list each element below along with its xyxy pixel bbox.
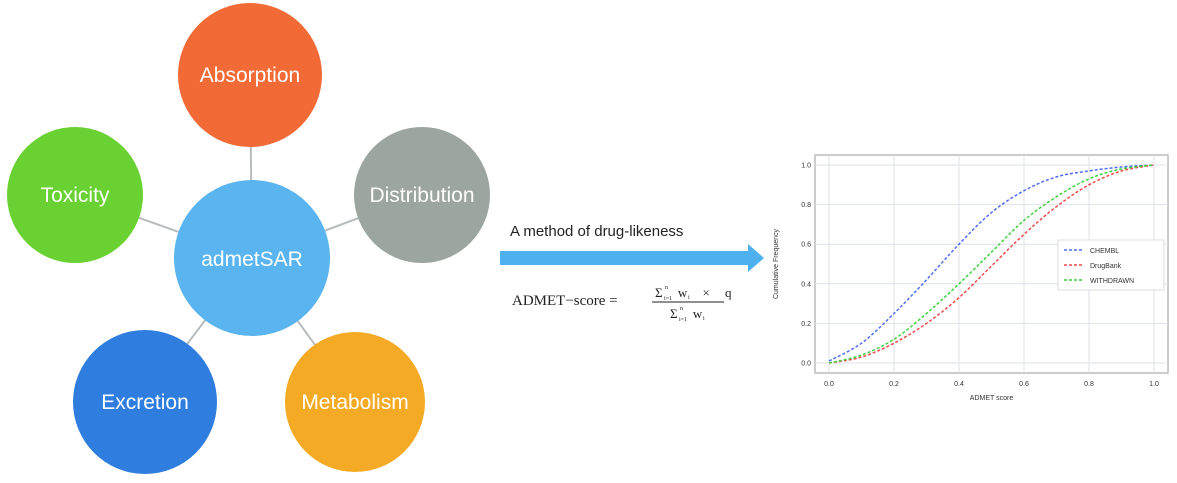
x-axis-label: ADMET score — [970, 395, 1014, 402]
x-tick-label: 0.2 — [889, 381, 899, 388]
arrow-icon — [500, 244, 764, 272]
plot-area — [814, 154, 1169, 374]
excretion-label: Excretion — [101, 391, 189, 414]
node-absorption: Absorption — [178, 3, 322, 147]
formula-denominator-w-subscript: i — [703, 316, 705, 322]
node-center: admetSAR — [174, 180, 330, 336]
x-tick-label: 1.0 — [1149, 381, 1159, 388]
x-tick-label: 0.6 — [1019, 381, 1029, 388]
formula-denominator-sum-lower-limit: i=1 — [679, 317, 687, 323]
legend-label: DrugBank — [1090, 263, 1122, 270]
node-toxicity: Toxicity — [7, 127, 143, 263]
cumulative-frequency-chart: 0.0 0.2 0.4 0.6 0.8 1.0 0.0 0.2 0.4 0.6 0.8 1.0ADME… — [773, 154, 1169, 402]
series-line-drugbank — [828, 164, 1155, 364]
series-line-withdrawn — [828, 164, 1155, 364]
toxicity-label: Toxicity — [41, 184, 110, 207]
node-excretion: Excretion — [73, 330, 217, 474]
y-tick-label: 0.6 — [801, 242, 811, 249]
y-tick-label: 0.4 — [801, 281, 811, 288]
x-tick-label: 0.4 — [954, 381, 964, 388]
y-axis-label: Cumulative Frequency — [773, 228, 780, 299]
absorption-label: Absorption — [200, 64, 300, 87]
formula-numerator-w-subscript: i — [688, 295, 690, 301]
formula-numerator-sum-upper-limit: n — [665, 285, 668, 291]
formula: ADMET−score = Σ w × q i=1 n i Σ w i=1 n … — [512, 285, 732, 323]
x-tick-label: 0.8 — [1084, 381, 1094, 388]
node-metabolism: Metabolism — [285, 332, 425, 472]
center-label: admetSAR — [201, 248, 303, 271]
legend-label: CHEMBL — [1090, 248, 1119, 255]
formula-numerator-sum-lower-limit: i=1 — [664, 296, 672, 302]
y-tick-label: 0.8 — [801, 202, 811, 209]
y-tick-label: 1.0 — [801, 163, 811, 170]
formula-numerator: Σ w × q — [655, 285, 732, 300]
formula-lhs: ADMET−score = — [512, 293, 618, 309]
method-label: A method of drug-likeness — [510, 223, 683, 240]
metabolism-label: Metabolism — [301, 391, 408, 414]
formula-denominator: Σ w — [670, 306, 703, 321]
distribution-label: Distribution — [369, 184, 474, 207]
series-line-chembl — [828, 164, 1155, 362]
legend-label: WITHDRAWN — [1090, 278, 1134, 285]
y-tick-label: 0.2 — [801, 321, 811, 328]
formula-denominator-sum-upper-limit: n — [680, 306, 683, 312]
node-distribution: Distribution — [354, 127, 490, 263]
y-tick-label: 0.0 — [801, 361, 811, 368]
x-tick-label: 0.0 — [824, 381, 834, 388]
